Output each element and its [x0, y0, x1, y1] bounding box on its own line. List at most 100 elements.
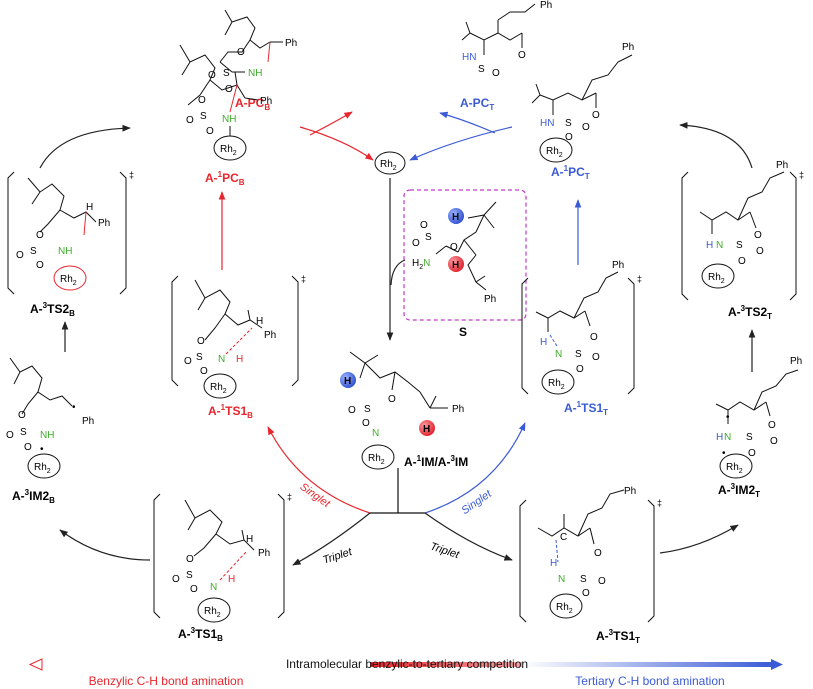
ts-a1ts1b-hbond [225, 327, 253, 355]
tertiary-h-ball [448, 208, 464, 224]
ph-a1pct: Ph [622, 42, 634, 53]
a3im2t-radical: • [726, 412, 730, 423]
product-apcb [219, 9, 283, 73]
ts-a3ts2b-o3: O [36, 260, 44, 271]
footer-left-text: Benzylic C-H bond amination [89, 674, 244, 688]
rh2-ring-a1pct [539, 137, 573, 163]
ts-a1ts1t-n: N [555, 349, 562, 360]
product-apct [461, 3, 536, 55]
label-a3ts1b: A-3TS1B [178, 626, 223, 643]
ts-a1ts1t-rh2: Rh2 [548, 378, 565, 391]
label-a1pct: A-1PCT [551, 164, 590, 181]
complex-a1pcb [179, 44, 259, 113]
rh2-catalyst-ring [374, 151, 406, 175]
benzylic-h-ball [448, 256, 464, 272]
ts-a3ts2t [681, 171, 797, 301]
ts-a1ts1b [171, 275, 299, 387]
arrow-blue-to-apct [439, 111, 496, 134]
complex-a1pct [531, 54, 633, 115]
substrate-h-tertiary: H [452, 212, 459, 223]
ts-a3ts2t-ph: Ph [776, 160, 788, 171]
label-a3ts2t: A-3TS2T [728, 304, 772, 321]
ts-a3ts1t-dagger: ‡ [657, 498, 662, 508]
a3im2t-h: H [716, 432, 723, 443]
ts-a3ts2t-dagger: ‡ [799, 170, 804, 180]
ts-a3ts2t-o3: O [738, 256, 746, 267]
a3im2b-s: S [20, 427, 27, 438]
label-triplet-left: Triplet [321, 546, 354, 567]
arrow-singlet-right [424, 422, 526, 514]
a3im2t-o3: O [748, 448, 756, 459]
a3im2t-n: N [724, 432, 731, 443]
o-apcb: O [237, 47, 245, 58]
ts-a3ts1b-n: N [210, 582, 217, 593]
ts-a3ts2b-rh2: Rh2 [60, 274, 77, 287]
arrow-a3ts2t-to-a1pct [679, 122, 753, 169]
ts-a1ts1t-o: O [590, 332, 598, 343]
s-a1pcb: S [200, 111, 207, 122]
o-apct: O [518, 50, 526, 61]
ts-a3ts1t-o3: O [582, 588, 590, 599]
im-o2: O [348, 405, 356, 416]
arrow-red-to-apcb [309, 111, 353, 136]
ts-a3ts2t-o2: O [756, 246, 764, 257]
ts-a1ts1b-rh2-ring [203, 373, 237, 399]
label-substrate: S [459, 325, 467, 339]
arrow-a3ts1b-to-a3im2b [59, 529, 151, 561]
a3im2t-ph: Ph [790, 356, 802, 367]
im-o3: O [362, 418, 370, 429]
ts-a3ts2t-rh2: Rh2 [708, 272, 725, 285]
ts-a3ts2b-ph: Ph [98, 218, 110, 229]
footer-bar-red [370, 662, 632, 667]
a3im2b-nh: NH [40, 430, 54, 441]
arrow-singlet-left [267, 426, 371, 514]
ts-a1ts1t-ph: Ph [612, 260, 624, 271]
ts-a3ts2b-dagger: ‡ [129, 170, 134, 180]
substrate-ph: Ph [484, 294, 496, 305]
rh2-catalyst: Rh2 [380, 159, 397, 172]
a3im2t-radical2: • [722, 448, 726, 459]
ts-a3ts1b-s: S [186, 570, 193, 581]
ph-a1pcb: Ph [260, 96, 272, 107]
o3-a1pcb: O [206, 126, 214, 137]
substrate-structure [435, 201, 497, 291]
ts-a3ts1t-o: O [594, 548, 602, 559]
ts-a3ts2b-o: O [36, 230, 44, 241]
label-a3ts2b: A-3TS2B [30, 301, 75, 318]
substrate-o: O [450, 242, 458, 253]
substrate-h-benzylic: H [452, 260, 459, 271]
im-s: S [364, 404, 371, 415]
ts-a1ts1t-o2: O [592, 352, 600, 363]
o-a1pcb: O [198, 95, 206, 106]
ts-a3ts2t-s: S [736, 240, 743, 251]
a3im2b-radical2: • [40, 444, 44, 455]
ts-a1ts1t-hbond [549, 334, 558, 347]
ph-apct: Ph [540, 0, 552, 11]
ts-a3ts1b-hbond [219, 551, 247, 581]
label-a1ts1t: A-1TS1T [564, 400, 608, 417]
o2-a1pct: O [582, 122, 590, 133]
ts-a3ts2t-o: O [754, 230, 762, 241]
o3-apcb: O [225, 84, 233, 95]
a3im2t-s: S [746, 432, 753, 443]
nh-a1pcb: NH [222, 114, 236, 125]
im-ph: Ph [452, 404, 464, 415]
ts-a1ts1t-rh2-ring [541, 369, 575, 395]
ts-a1ts1b-n: N [218, 354, 225, 365]
ts-a3ts1b-dagger: ‡ [287, 492, 292, 502]
ts-a3ts2b-rh2-ring [53, 265, 87, 291]
substrate-s: S [425, 232, 432, 243]
o-a1pct: O [592, 110, 600, 121]
ts-a1ts1b-ph: Ph [264, 330, 276, 341]
a3im2b-o: O [18, 410, 26, 421]
label-a3ts1t: A-3TS1T [596, 628, 640, 645]
a3im2t-rh2-ring [719, 453, 753, 479]
im-rh2: Rh2 [368, 453, 385, 466]
im-tertiary-h-ball [340, 372, 356, 388]
a3im2b-rh2: Rh2 [34, 462, 51, 475]
ts-a1ts1b-h2: H [256, 316, 263, 327]
ts-a1ts1b-o3: O [200, 366, 208, 377]
im-o: O [388, 394, 396, 405]
arrow-a3ts2b-to-a1pcb [39, 124, 131, 169]
a3im2t-o2: O [770, 436, 778, 447]
